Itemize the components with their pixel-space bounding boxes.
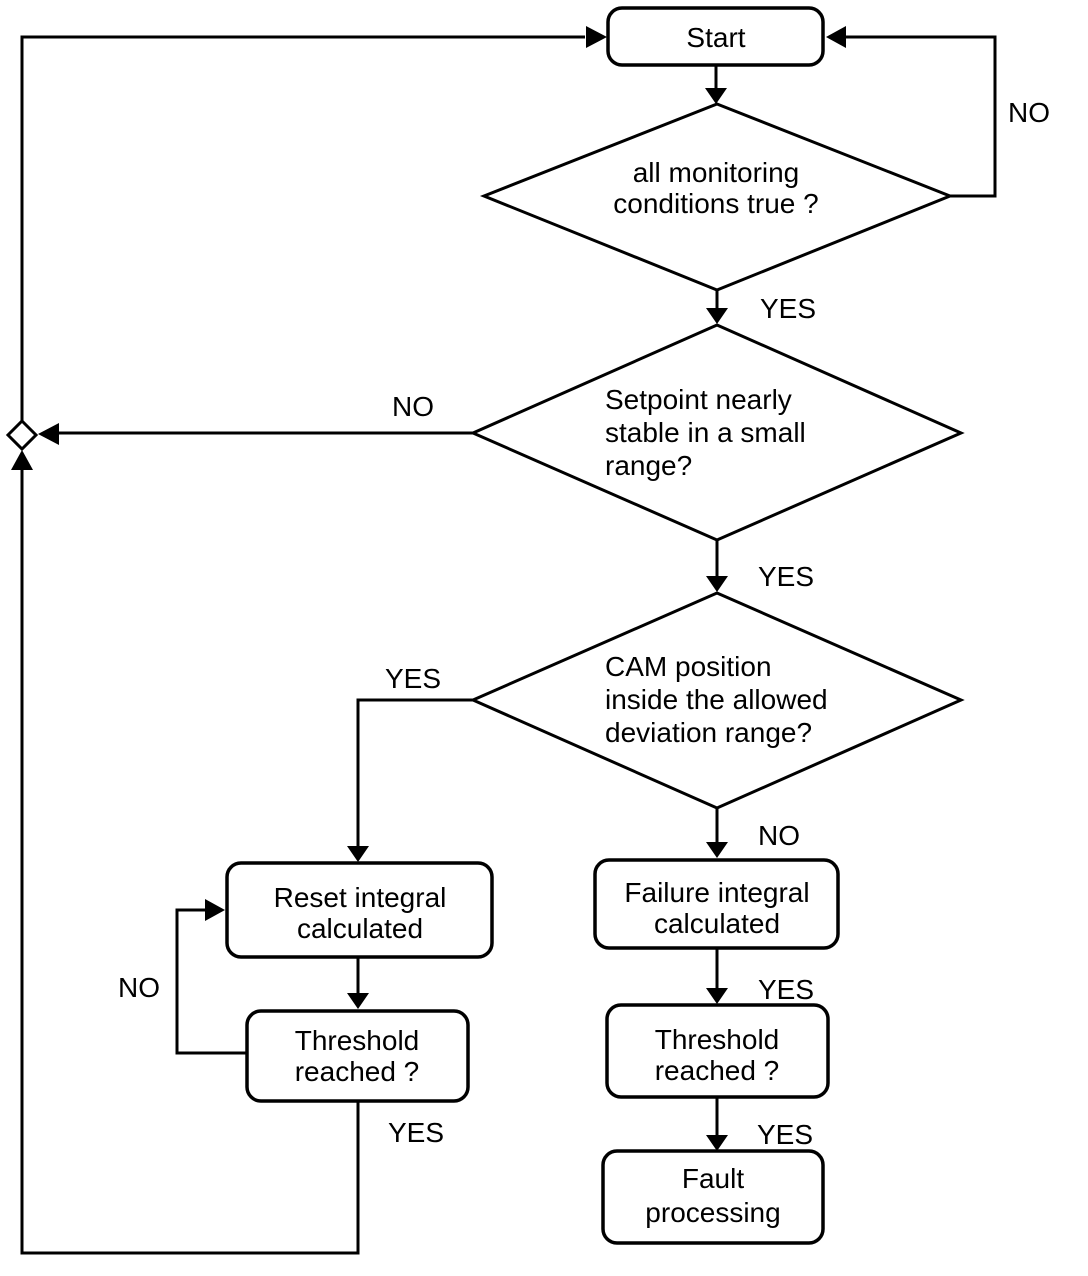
decision-cam-line1: CAM position <box>605 651 772 682</box>
edge-threshold-left-no-loop <box>175 908 247 1055</box>
arrowhead-into-start-right <box>826 26 846 48</box>
edge-label-setpoint-no: NO <box>392 391 434 422</box>
edge-cam-yes <box>356 698 473 846</box>
threshold-left-node <box>245 1009 470 1103</box>
failure-integral-line1: Failure integral <box>624 877 809 908</box>
decision-monitoring-line2: conditions true ? <box>613 188 818 219</box>
decision-setpoint-line3: range? <box>605 450 692 481</box>
failure-integral-line2: calculated <box>654 908 780 939</box>
threshold-right-node <box>605 1003 830 1099</box>
reset-integral-line2: calculated <box>297 913 423 944</box>
reset-integral-line1: Reset integral <box>274 882 447 913</box>
decision-monitoring-line1: all monitoring <box>633 157 800 188</box>
arrowhead-into-threshold-left <box>347 993 369 1009</box>
fault-processing-node <box>601 1149 825 1245</box>
fault-processing-line2: processing <box>645 1197 780 1228</box>
edge-bottom-return <box>20 468 360 1255</box>
decision-monitoring-node <box>479 102 955 292</box>
decision-cam-line3: deviation range? <box>605 717 812 748</box>
edge-label-threshold-left-no: NO <box>118 972 160 1003</box>
arrowhead-into-fault <box>706 1135 728 1151</box>
edge-label-cam-no: NO <box>758 820 800 851</box>
decision-setpoint-line2: stable in a small <box>605 417 806 448</box>
threshold-right-line2: reached ? <box>655 1055 780 1086</box>
junction-connector-diamond <box>5 418 39 452</box>
arrowhead-into-setpoint <box>706 308 728 324</box>
edge-label-threshold-left-yes: YES <box>388 1117 444 1148</box>
edge-return-to-start <box>20 35 585 421</box>
reset-integral-node <box>225 861 494 959</box>
fault-processing-line1: Fault <box>682 1163 744 1194</box>
arrowhead-into-reset <box>347 846 369 862</box>
start-label: Start <box>686 22 745 53</box>
edge-label-setpoint-yes: YES <box>758 561 814 592</box>
arrowhead-into-threshold-right <box>706 988 728 1004</box>
edge-label-failure-yes: YES <box>758 974 814 1005</box>
edge-monitoring-no-loop <box>846 35 997 198</box>
edge-label-monitoring-no: NO <box>1008 97 1050 128</box>
arrowhead-into-junction-right <box>38 423 59 445</box>
arrowhead-no-loop-into-reset <box>205 899 225 921</box>
arrowhead-into-start-left <box>586 26 607 48</box>
threshold-right-line1: Threshold <box>655 1024 780 1055</box>
decision-cam-line2: inside the allowed <box>605 684 828 715</box>
arrowhead-into-cam <box>706 576 728 592</box>
arrowhead-into-monitoring <box>705 88 727 104</box>
decision-setpoint-node <box>469 323 965 542</box>
threshold-left-line2: reached ? <box>295 1056 420 1087</box>
decision-setpoint-line1: Setpoint nearly <box>605 384 792 415</box>
decision-cam-node <box>469 591 965 810</box>
arrowhead-into-failure <box>706 842 728 858</box>
edge-label-cam-yes: YES <box>385 663 441 694</box>
start-node <box>606 6 825 67</box>
arrowhead-into-junction-bottom <box>11 450 33 470</box>
edge-label-monitoring-yes: YES <box>760 293 816 324</box>
threshold-left-line1: Threshold <box>295 1025 420 1056</box>
failure-integral-node <box>593 858 840 950</box>
edge-label-threshold-right-yes: YES <box>757 1119 813 1150</box>
